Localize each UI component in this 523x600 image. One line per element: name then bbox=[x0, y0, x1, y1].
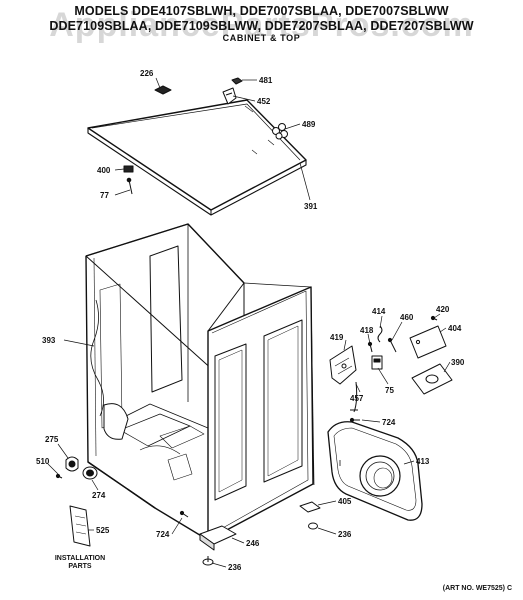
label-460: 460 bbox=[400, 313, 414, 322]
label-452: 452 bbox=[257, 97, 271, 106]
part-481-clip bbox=[231, 77, 243, 85]
label-246: 246 bbox=[246, 539, 260, 548]
label-77: 77 bbox=[100, 191, 109, 200]
label-525: 525 bbox=[96, 526, 110, 535]
part-489-cluster bbox=[272, 123, 288, 140]
label-404: 404 bbox=[448, 324, 462, 333]
label-405: 405 bbox=[338, 497, 352, 506]
installation-label: INSTALLATION bbox=[55, 555, 105, 562]
part-236-foot-lower bbox=[202, 556, 214, 566]
label-419: 419 bbox=[330, 333, 344, 342]
label-724-upper: 724 bbox=[382, 418, 396, 427]
section-title: CABINET & TOP bbox=[222, 33, 301, 43]
part-275-fitting bbox=[65, 456, 79, 472]
label-724-lower: 724 bbox=[156, 530, 170, 539]
part-724-screw-upper bbox=[349, 417, 360, 423]
label-393: 393 bbox=[42, 336, 56, 345]
label-226: 226 bbox=[140, 69, 154, 78]
part-404-plate bbox=[409, 325, 447, 359]
part-75-switch bbox=[371, 355, 383, 370]
label-236-lower: 236 bbox=[228, 563, 242, 572]
part-246-bracket bbox=[199, 525, 237, 551]
cabinet bbox=[85, 223, 315, 541]
label-275: 275 bbox=[45, 435, 59, 444]
part-724-screw-lower bbox=[179, 510, 189, 518]
label-418: 418 bbox=[360, 326, 374, 335]
models-line-1: MODELS DDE4107SBLWH, DDE7007SBLAA, DDE70… bbox=[74, 4, 449, 18]
art-number: (ART NO. WE7525) C bbox=[443, 585, 512, 592]
part-419-bracket bbox=[329, 345, 357, 385]
label-400: 400 bbox=[97, 166, 111, 175]
part-460-pin bbox=[387, 337, 397, 353]
part-452-bracket bbox=[222, 87, 237, 105]
label-236-right: 236 bbox=[338, 530, 352, 539]
label-413: 413 bbox=[416, 457, 430, 466]
label-420: 420 bbox=[436, 305, 450, 314]
part-414-spring bbox=[377, 325, 383, 343]
label-391: 391 bbox=[304, 202, 318, 211]
part-226-block bbox=[154, 85, 172, 95]
label-75: 75 bbox=[385, 386, 394, 395]
part-390-plate bbox=[411, 363, 453, 395]
part-405-block bbox=[299, 501, 321, 513]
part-274-fitting bbox=[82, 466, 98, 480]
part-510-screw bbox=[55, 473, 63, 479]
label-274: 274 bbox=[92, 491, 106, 500]
part-400-block bbox=[123, 165, 134, 173]
label-390: 390 bbox=[451, 358, 465, 367]
label-414: 414 bbox=[372, 307, 386, 316]
part-525-installation-parts bbox=[69, 505, 91, 547]
label-481: 481 bbox=[259, 76, 273, 85]
top-panel bbox=[87, 99, 307, 216]
part-413-front-panel bbox=[327, 421, 423, 521]
label-510: 510 bbox=[36, 457, 50, 466]
part-236-foot-right bbox=[308, 522, 318, 530]
part-labels: 226 481 452 489 400 77 391 393 414 420 4… bbox=[36, 69, 512, 592]
part-77-screw bbox=[126, 177, 133, 195]
leader-lines bbox=[47, 77, 451, 568]
label-457: 457 bbox=[350, 394, 364, 403]
label-489: 489 bbox=[302, 120, 316, 129]
parts-label: PARTS bbox=[68, 563, 92, 570]
models-line-2: DDE7109SBLAA, DDE7109SBLWW, DDE7207SBLAA… bbox=[49, 19, 474, 33]
